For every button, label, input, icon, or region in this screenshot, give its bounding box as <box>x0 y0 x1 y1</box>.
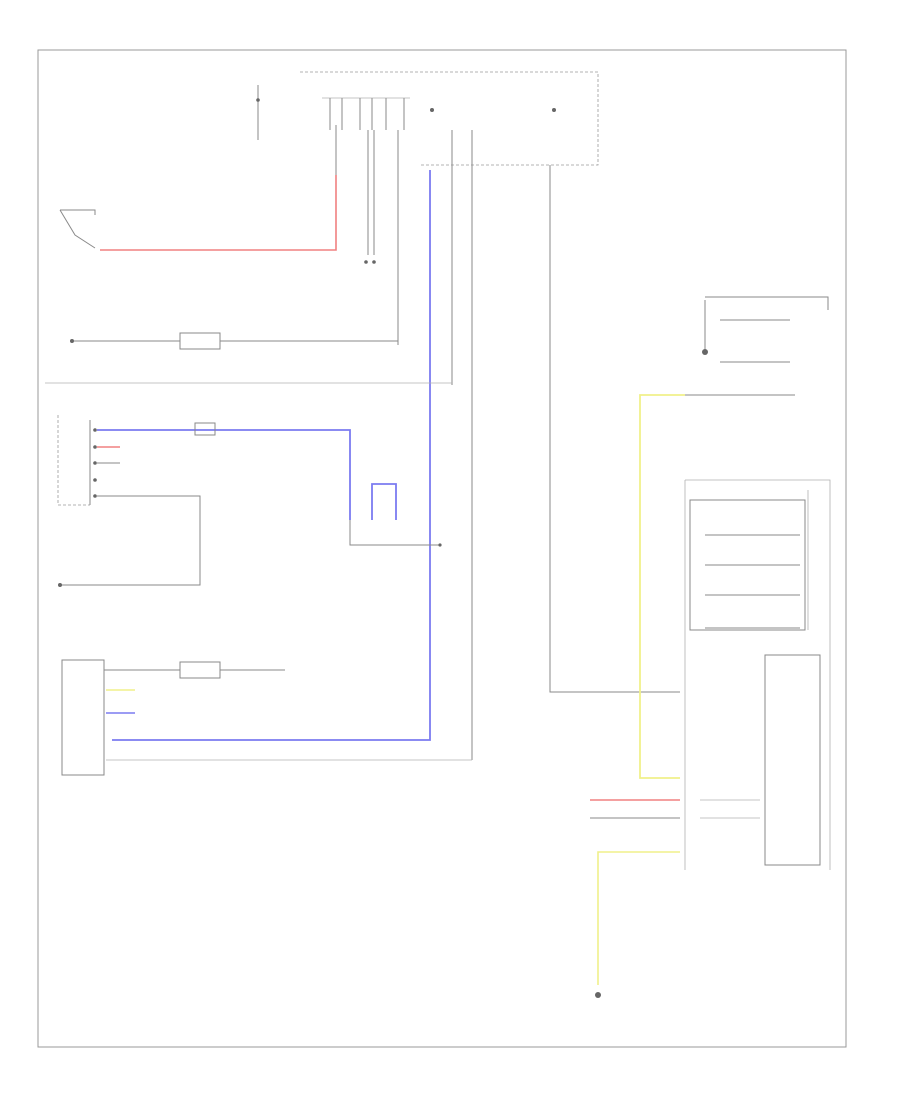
diagram-border <box>37 49 847 1048</box>
fuse-top-left <box>256 85 260 140</box>
combination-meter <box>684 479 831 870</box>
left-sensor-module <box>57 415 351 587</box>
top-module <box>300 71 599 166</box>
right-top-connector <box>702 296 829 363</box>
sensor-top-left <box>59 209 96 249</box>
red-wire-1 <box>100 175 337 251</box>
blue-wire-main <box>112 170 431 741</box>
switch-row <box>70 332 398 350</box>
yellow-wire-right <box>639 394 685 779</box>
lower-left-sensor <box>61 659 472 776</box>
